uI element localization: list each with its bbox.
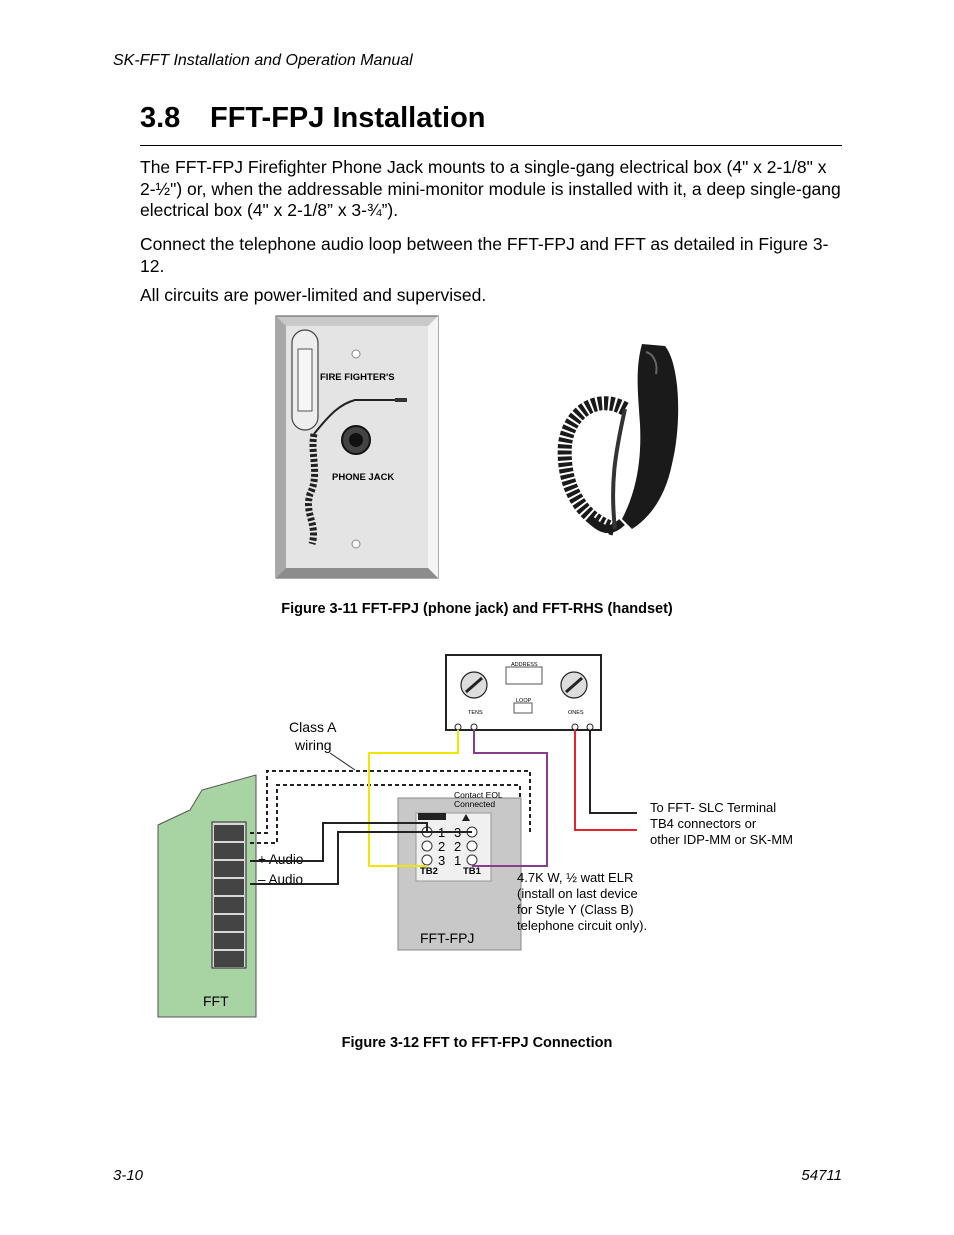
- class-a-label-1: Class A: [289, 719, 337, 735]
- fft-terminal-strip: [211, 821, 247, 969]
- module-address-label: ADDRESS: [511, 662, 538, 668]
- section-number: 3.8: [140, 102, 181, 134]
- svg-text:1: 1: [454, 853, 461, 868]
- elr-line-4: telephone circuit only).: [517, 918, 647, 933]
- heading-rule: [140, 145, 842, 146]
- section-title: FFT-FPJ Installation: [210, 102, 486, 134]
- fpj-label: FFT-FPJ: [420, 930, 474, 946]
- figure-3-11-caption: Figure 3-11 FFT-FPJ (phone jack) and FFT…: [281, 601, 673, 617]
- to-fft-note: To FFT- SLC Terminal TB4 connectors or o…: [650, 800, 793, 847]
- svg-text:3: 3: [438, 853, 445, 868]
- tb1-label: TB1: [463, 866, 482, 877]
- plus-audio-label: + Audio: [258, 852, 303, 867]
- plate-label-top: FIRE FIGHTER'S: [320, 372, 395, 383]
- to-fft-line-1: To FFT- SLC Terminal: [650, 800, 776, 815]
- paragraph-circuits: All circuits are power-limited and super…: [140, 285, 487, 305]
- module-loop-label: LOOP: [516, 698, 532, 704]
- phone-jack-plate: FIRE FIGHTER'S PHONE JACK: [275, 315, 439, 579]
- to-fft-line-3: other IDP-MM or SK-MM: [650, 832, 793, 847]
- contact-eol-label-2: Connected: [454, 799, 495, 809]
- document-number: 54711: [801, 1167, 842, 1184]
- wiring: [250, 730, 637, 885]
- elr-note: 4.7K W, ½ watt ELR (install on last devi…: [517, 870, 647, 933]
- fft-panel: FFT + Audio – Audio: [157, 774, 303, 1018]
- svg-text:2: 2: [454, 839, 461, 854]
- module-tens-label: TENS: [468, 710, 483, 716]
- elr-line-1: 4.7K W, ½ watt ELR: [517, 870, 633, 885]
- tb2-terminals: 123: [421, 825, 445, 868]
- module-ones-label: ONES: [568, 710, 584, 716]
- elr-line-3: for Style Y (Class B): [517, 902, 634, 917]
- class-a-label-2: wiring: [294, 737, 332, 753]
- manual-header: SK-FFT Installation and Operation Manual: [113, 52, 413, 69]
- paragraph-connect: Connect the telephone audio loop between…: [140, 234, 829, 276]
- to-fft-line-2: TB4 connectors or: [650, 816, 757, 831]
- section-heading: 3.8 FFT-FPJ Installation: [140, 102, 486, 135]
- fft-fpj-box: Contact EOL Connected 123 321 TB2 TB1 FF…: [397, 790, 522, 951]
- contact-eol-label-1: Contact EOL: [454, 790, 503, 800]
- elr-line-2: (install on last device: [517, 886, 638, 901]
- svg-text:2: 2: [438, 839, 445, 854]
- fft-label: FFT: [203, 993, 229, 1009]
- handset-image: [557, 344, 679, 536]
- page-number: 3-10: [113, 1167, 144, 1184]
- figure-3-12-caption: Figure 3-12 FFT to FFT-FPJ Connection: [341, 1035, 613, 1051]
- figure-3-12: FFT + Audio – Audio Class A wiring Conta…: [157, 654, 793, 1018]
- mini-monitor-module: ADDRESS LOOP TENS ONES: [445, 654, 602, 731]
- tb2-label: TB2: [420, 866, 438, 877]
- paragraph-mounting: The FFT-FPJ Firefighter Phone Jack mount…: [140, 157, 841, 220]
- figure-3-11: FIRE FIGHTER'S PHONE JACK: [275, 315, 679, 579]
- plate-label-bottom: PHONE JACK: [332, 472, 394, 483]
